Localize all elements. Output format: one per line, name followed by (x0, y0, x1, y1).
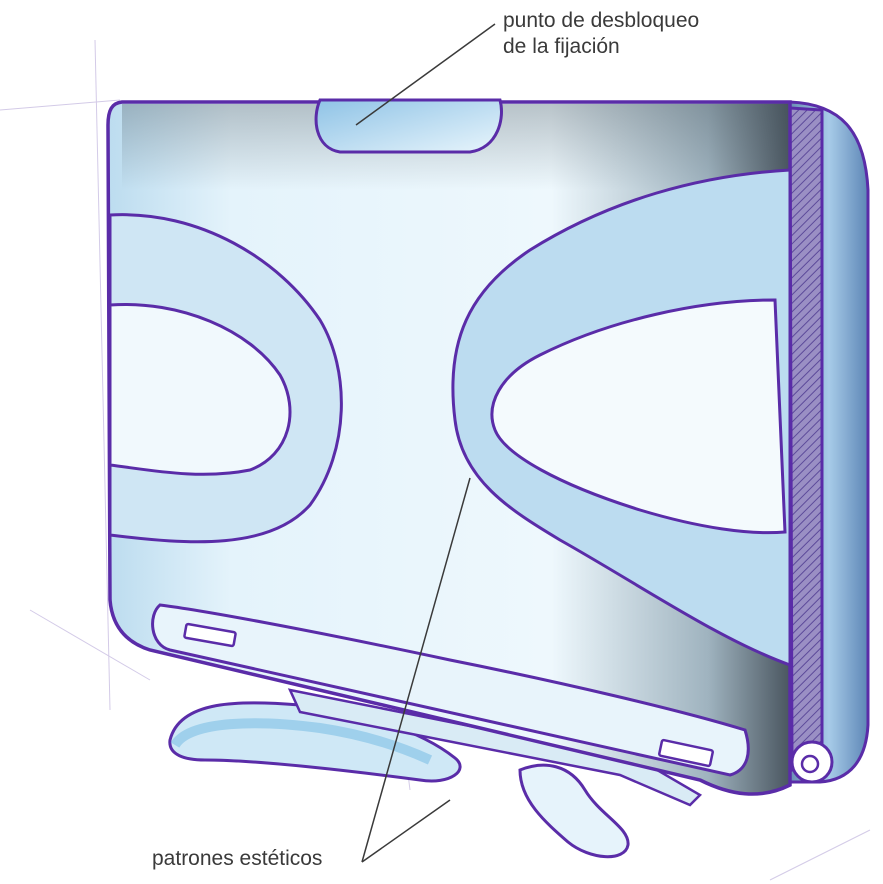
release-point-line2: de la fijación (503, 34, 699, 60)
release-point-line1: punto de desbloqueo (503, 8, 699, 34)
release-notch (316, 100, 501, 152)
side-panel (790, 102, 868, 782)
release-point-callout: punto de desbloqueo de la fijación (503, 8, 699, 60)
aesthetic-patterns-callout: patrones estéticos (152, 846, 322, 872)
